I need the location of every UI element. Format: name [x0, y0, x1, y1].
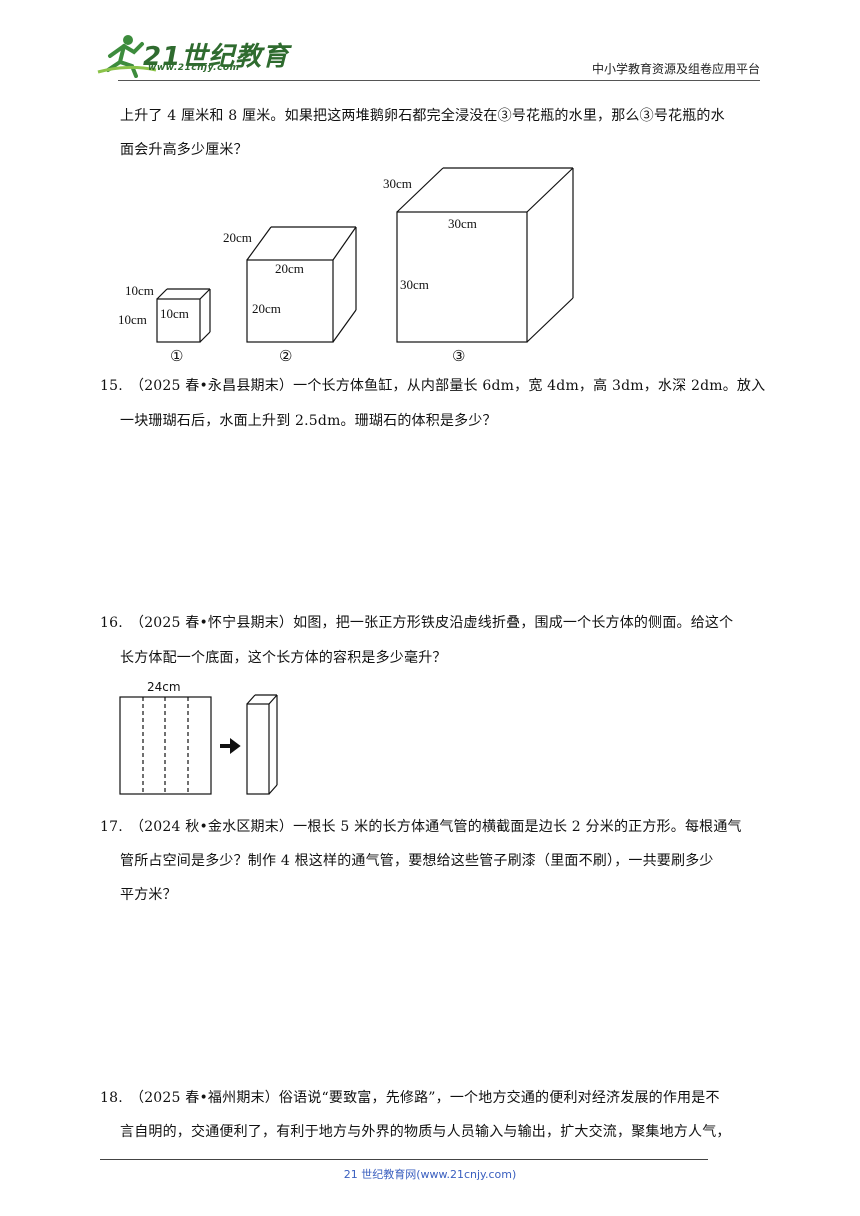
cube1-front-label: 10cm — [160, 306, 189, 321]
cube3-front-left-label: 30cm — [400, 277, 429, 292]
cube1-top-label: 10cm — [125, 283, 154, 298]
q15-line2: 一块珊瑚石后，水面上升到 2.5dm。珊瑚石的体积是多少？ — [120, 413, 497, 429]
q18-line2: 言自明的，交通便利了，有利于地方与外界的物质与人员输入与输出，扩大交流，聚集地方… — [120, 1124, 731, 1140]
logo-text: 21世纪教育 — [143, 42, 290, 72]
arrow-right-icon — [220, 738, 241, 754]
q17-line3: 平方米？ — [120, 887, 177, 903]
q18-line1: （2025 春•福州期末）俗语说“要致富，先修路”，一个地方交通的便利对经济发展… — [130, 1090, 720, 1106]
cube2-front-left-label: 20cm — [252, 301, 281, 316]
cube1-left-label: 10cm — [118, 312, 147, 327]
q16-number: 16. — [100, 615, 123, 631]
cube3-top-label: 30cm — [383, 176, 412, 191]
header-divider — [118, 80, 760, 81]
q17-number: 17. — [100, 819, 123, 835]
q16-line2: 长方体配一个底面，这个长方体的容积是多少毫升？ — [120, 650, 447, 666]
logo-url: www.21cnjy.com — [148, 63, 240, 73]
cube3-number: ③ — [452, 349, 466, 365]
q14-line1: 上升了 4 厘米和 8 厘米。如果把这两堆鹅卵石都完全浸没在③号花瓶的水里，那么… — [120, 108, 725, 124]
q17-line2: 管所占空间是多少？制作 4 根这样的通气管，要想给这些管子刷漆（里面不刷），一共… — [120, 853, 714, 869]
q17-line1: （2024 秋•金水区期末）一根长 5 米的长方体通气管的横截面是边长 2 分米… — [130, 819, 742, 835]
cube2-top-label: 20cm — [223, 230, 252, 245]
cube1-number: ① — [170, 349, 184, 365]
cube3-front-top-label: 30cm — [448, 216, 477, 231]
cube2-number: ② — [279, 349, 293, 365]
footer-text[interactable]: 21 世纪教育网(www.21cnjy.com) — [343, 1168, 517, 1181]
footer-divider — [100, 1159, 708, 1160]
sheet-width-label: 24cm — [147, 680, 181, 694]
runner-logo-icon — [97, 35, 157, 78]
q15-number: 15. — [100, 378, 123, 394]
q14-line2: 面会升高多少厘米？ — [120, 142, 248, 158]
q18-number: 18. — [100, 1090, 123, 1106]
platform-title: 中小学教育资源及组卷应用平台 — [591, 62, 760, 76]
cubes-figure — [156, 167, 574, 343]
q16-line1: （2025 春•怀宁县期末）如图，把一张正方形铁皮沿虚线折叠，围成一个长方体的侧… — [130, 615, 734, 631]
q15-line1: （2025 春•永昌县期末）一个长方体鱼缸，从内部量长 6dm，宽 4dm，高 … — [130, 378, 766, 394]
cube2-front-top-label: 20cm — [275, 261, 304, 276]
folding-figure — [119, 694, 278, 795]
